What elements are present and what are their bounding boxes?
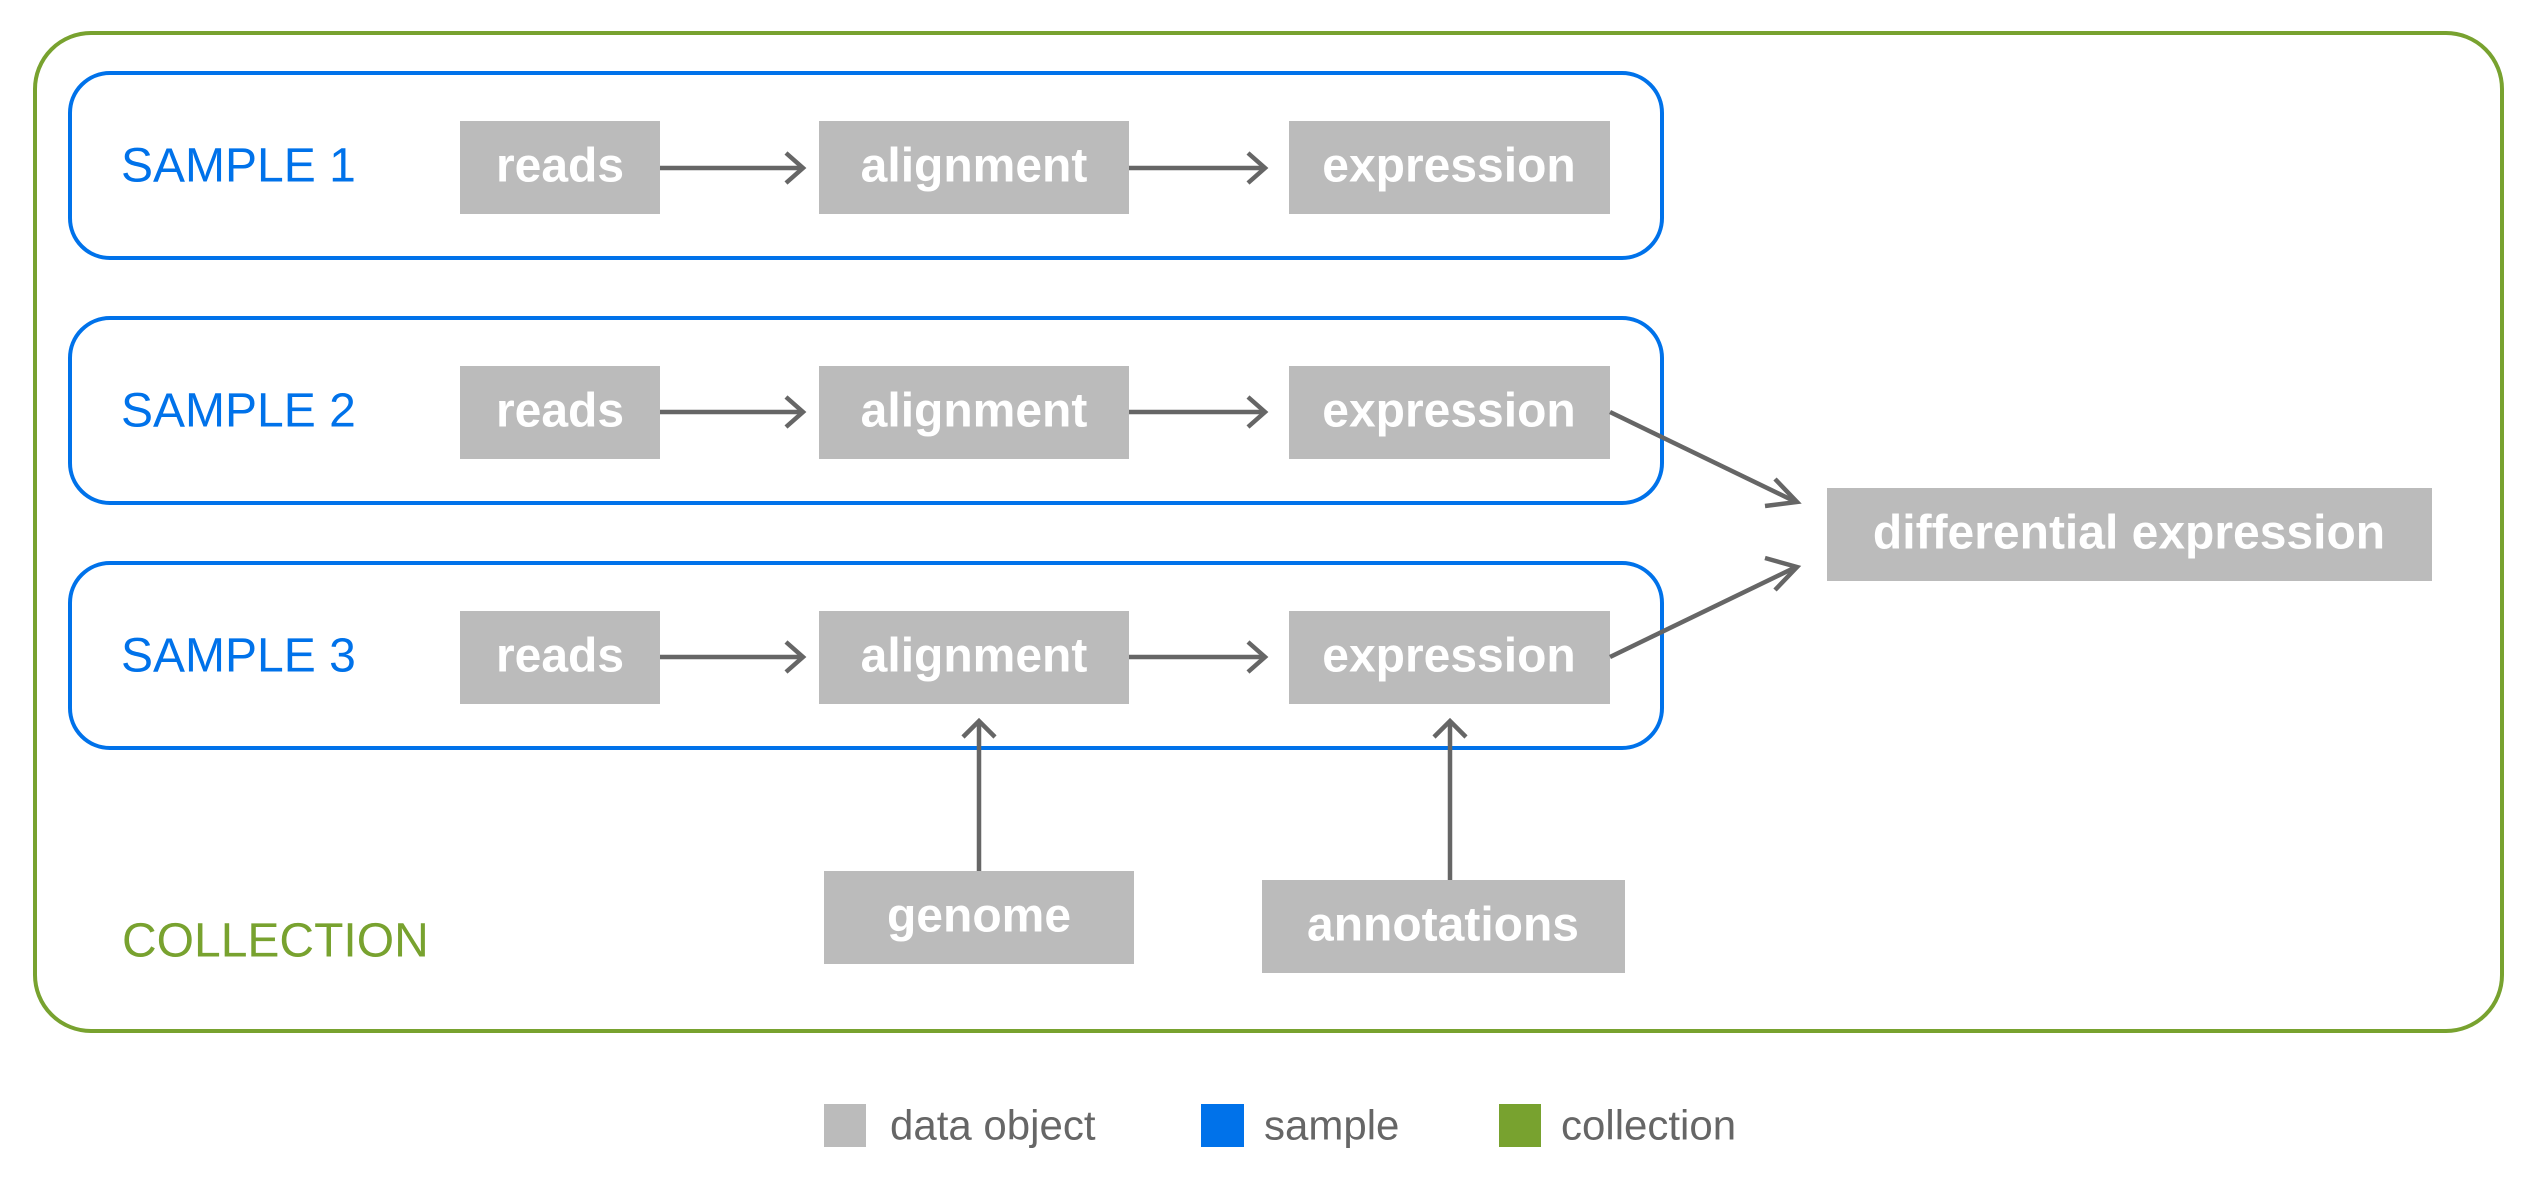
reads-label: reads bbox=[496, 140, 624, 193]
differential-expression-node[interactable]: differential expression bbox=[1827, 488, 2432, 581]
sample-3: SAMPLE 3 reads alignment expression bbox=[68, 561, 1664, 750]
reads-box[interactable] bbox=[460, 611, 660, 704]
reads-node[interactable]: reads bbox=[460, 121, 660, 214]
collection-label: COLLECTION bbox=[122, 915, 429, 968]
edge-alignment-to-expression bbox=[1129, 151, 1269, 185]
alignment-node[interactable]: alignment bbox=[819, 366, 1129, 459]
edge-genome-to-alignment bbox=[961, 717, 997, 871]
legend-label: sample bbox=[1264, 1102, 1399, 1149]
arrowhead-icon bbox=[1764, 555, 1802, 592]
arrowhead-icon bbox=[1246, 151, 1269, 185]
legend: data object sample collection bbox=[824, 1102, 1736, 1149]
sample-label: SAMPLE 3 bbox=[121, 630, 356, 683]
edge-annotations-to-expression bbox=[1432, 717, 1468, 880]
sample-label: SAMPLE 1 bbox=[121, 140, 356, 193]
genome-node[interactable]: genome bbox=[824, 871, 1134, 964]
alignment-label: alignment bbox=[861, 630, 1088, 683]
reads-node[interactable]: reads bbox=[460, 611, 660, 704]
expression-label: expression bbox=[1322, 630, 1575, 683]
expression-box[interactable] bbox=[1289, 121, 1610, 214]
arrowhead-icon bbox=[961, 717, 997, 739]
sample-frame bbox=[68, 561, 1664, 750]
legend-label: collection bbox=[1561, 1102, 1736, 1149]
legend-swatch-sample bbox=[1201, 1104, 1244, 1147]
edge-sample2-expression-to-differential bbox=[1609, 409, 1802, 509]
sample-frame bbox=[68, 71, 1664, 260]
genome-box[interactable] bbox=[824, 871, 1134, 964]
arrowhead-icon bbox=[784, 640, 807, 674]
sample-2: SAMPLE 2 reads alignment expression bbox=[68, 316, 1664, 505]
legend-swatch-collection bbox=[1499, 1104, 1541, 1147]
expression-label: expression bbox=[1322, 385, 1575, 438]
arrowhead-icon bbox=[1246, 640, 1269, 674]
legend-label: data object bbox=[890, 1102, 1096, 1149]
genome-label: genome bbox=[887, 890, 1071, 943]
annotations-box[interactable] bbox=[1262, 880, 1625, 973]
expression-node[interactable]: expression bbox=[1289, 121, 1610, 214]
differential-expression-label: differential expression bbox=[1873, 507, 2385, 560]
legend-item-data-object: data object bbox=[824, 1102, 1096, 1149]
expression-box[interactable] bbox=[1289, 611, 1610, 704]
sample-frame bbox=[68, 316, 1664, 505]
edge-alignment-to-expression bbox=[1129, 395, 1269, 429]
arrowhead-icon bbox=[784, 395, 807, 429]
arrowhead-icon bbox=[1432, 717, 1468, 739]
legend-swatch-data-object bbox=[824, 1104, 866, 1147]
arrowhead-icon bbox=[784, 151, 807, 185]
edge-sample3-expression-to-differential bbox=[1609, 555, 1802, 660]
reads-box[interactable] bbox=[460, 121, 660, 214]
legend-item-collection: collection bbox=[1499, 1102, 1736, 1149]
alignment-box[interactable] bbox=[819, 366, 1129, 459]
edge-reads-to-alignment bbox=[660, 151, 807, 185]
annotations-label: annotations bbox=[1307, 899, 1579, 952]
legend-item-sample: sample bbox=[1201, 1102, 1399, 1149]
edge-reads-to-alignment bbox=[660, 640, 807, 674]
reads-label: reads bbox=[496, 630, 624, 683]
alignment-label: alignment bbox=[861, 140, 1088, 193]
collection-frame bbox=[33, 31, 2504, 1033]
reads-node[interactable]: reads bbox=[460, 366, 660, 459]
arrowhead-icon bbox=[1764, 477, 1802, 509]
alignment-label: alignment bbox=[861, 385, 1088, 438]
sample-label: SAMPLE 2 bbox=[121, 385, 356, 438]
edge-line bbox=[1609, 564, 1797, 660]
reads-label: reads bbox=[496, 385, 624, 438]
sample-1: SAMPLE 1 reads alignment expression bbox=[68, 71, 1664, 260]
expression-node[interactable]: expression bbox=[1289, 366, 1610, 459]
edge-reads-to-alignment bbox=[660, 395, 807, 429]
differential-expression-box[interactable] bbox=[1827, 488, 2432, 581]
alignment-box[interactable] bbox=[819, 611, 1129, 704]
expression-node[interactable]: expression bbox=[1289, 611, 1610, 704]
arrowhead-icon bbox=[1246, 395, 1269, 429]
alignment-box[interactable] bbox=[819, 121, 1129, 214]
expression-label: expression bbox=[1322, 140, 1575, 193]
edge-line bbox=[1609, 409, 1797, 505]
expression-box[interactable] bbox=[1289, 366, 1610, 459]
alignment-node[interactable]: alignment bbox=[819, 121, 1129, 214]
edge-alignment-to-expression bbox=[1129, 640, 1269, 674]
alignment-node[interactable]: alignment bbox=[819, 611, 1129, 704]
annotations-node[interactable]: annotations bbox=[1262, 880, 1625, 973]
reads-box[interactable] bbox=[460, 366, 660, 459]
